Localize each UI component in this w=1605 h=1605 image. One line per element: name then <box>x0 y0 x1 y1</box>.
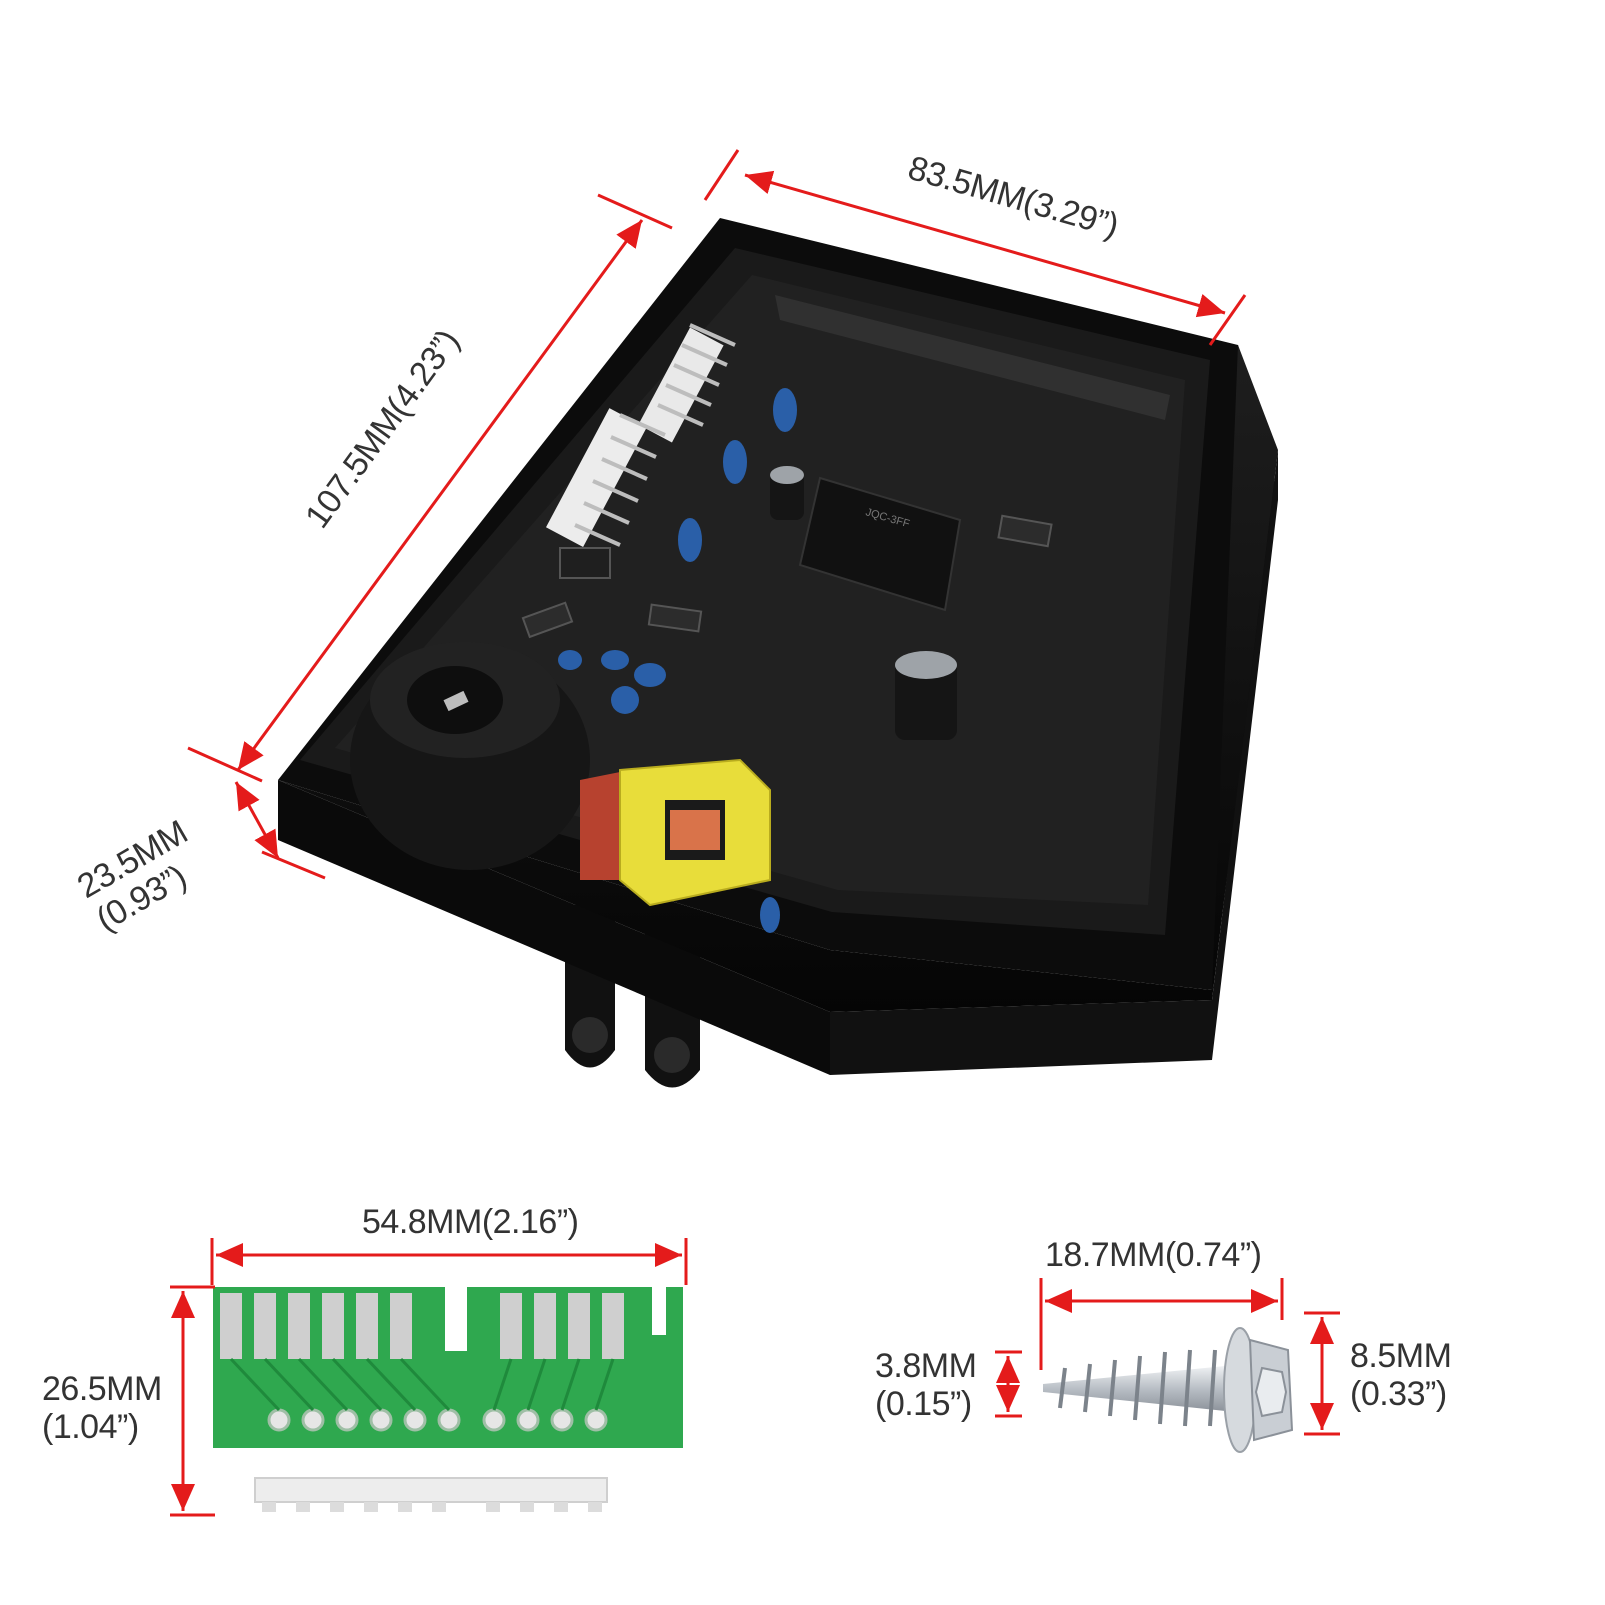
mounting-hole <box>572 1017 608 1053</box>
screw-shank-mm: 3.8MM <box>875 1347 977 1385</box>
connector-width-label: 54.8MM(2.16”) <box>362 1203 579 1241</box>
connector-height-mm: 26.5MM <box>42 1370 162 1408</box>
relay: JQC-3FF <box>798 476 962 612</box>
screw-head-label: 8.5MM (0.33”) <box>1350 1337 1452 1413</box>
dimension-lines-screw <box>995 1278 1340 1436</box>
pin-header-top <box>638 323 736 443</box>
screw <box>1043 1327 1294 1453</box>
electrolytic-capacitor <box>895 651 957 740</box>
transformer <box>580 758 771 907</box>
connector-pcb <box>213 1287 683 1512</box>
electrolytic-capacitor-small <box>770 466 804 520</box>
dimension-lines-housing <box>187 149 1247 880</box>
via-holes <box>267 1408 608 1432</box>
screw-shank-label: 3.8MM (0.15”) <box>875 1347 977 1423</box>
screw-length-label: 18.7MM(0.74”) <box>1045 1236 1262 1274</box>
screw-head-mm: 8.5MM <box>1350 1337 1452 1375</box>
screw-head-in: (0.33”) <box>1350 1375 1447 1413</box>
dimension-lines-connector <box>170 1238 688 1517</box>
contact-pads <box>220 1293 624 1359</box>
connector-height-in: (1.04”) <box>42 1408 139 1446</box>
connector-height-label: 26.5MM (1.04”) <box>42 1370 162 1446</box>
mounting-hole <box>654 1037 690 1073</box>
screw-shank-in: (0.15”) <box>875 1385 972 1423</box>
